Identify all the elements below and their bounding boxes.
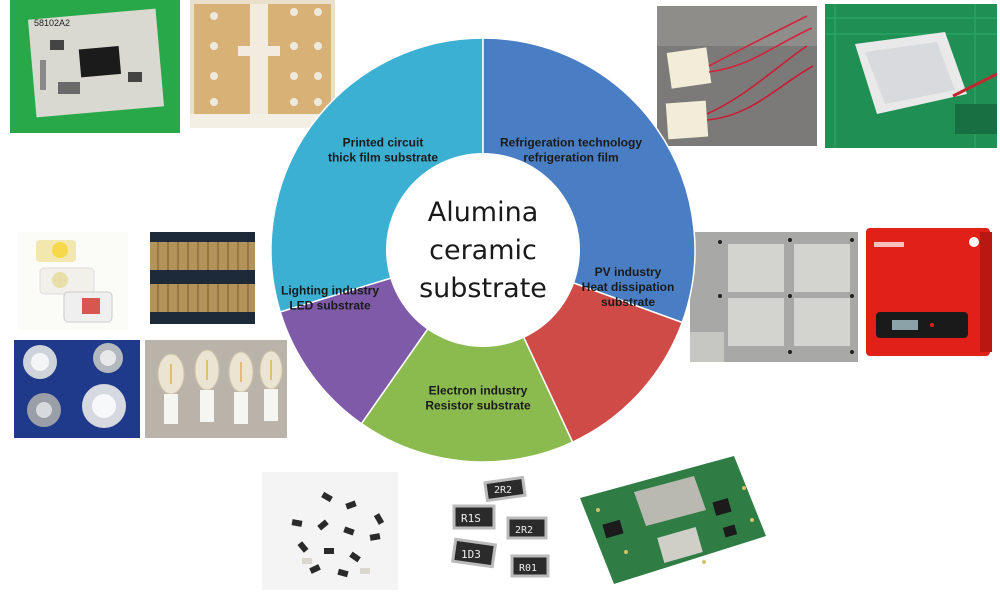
led-downlights-photo [14,340,140,438]
center-title-line: substrate [419,273,547,304]
led-substrate-strips-photo [150,232,255,324]
center-hub [386,153,580,347]
center-title-line: Alumina [428,197,539,228]
pcb-cooling-pad-photo [825,4,997,148]
filament-bulbs-photo [145,340,287,438]
gold-printed-substrate-photo [190,0,335,128]
pv-inverter-photo [862,222,998,362]
smd-components-photo [262,472,398,590]
led-chips-photo [18,232,128,330]
resistor-marking-4: 1D3 [461,548,481,561]
segment-electron [360,248,574,463]
pv-substrate-tiles-photo [690,232,858,362]
thick-film-circuit-photo: 58102A2 [10,0,180,133]
resistor-marking-1: 2R2 [494,485,512,496]
resistor-marking-5: R01 [519,563,537,574]
center-title: Alumina ceramic substrate [419,197,547,304]
center-title-line: ceramic [429,235,537,266]
circuit-board-photo [574,452,770,588]
module-marking: 58102A2 [34,18,70,28]
resistor-marking-3: 2R2 [515,525,533,536]
thermoelectric-modules-photo [657,6,817,146]
resistor-marking-2: R1S [461,512,481,525]
chip-resistors-photo: 2R2 R1S 2R2 1D3 R01 [442,476,560,588]
